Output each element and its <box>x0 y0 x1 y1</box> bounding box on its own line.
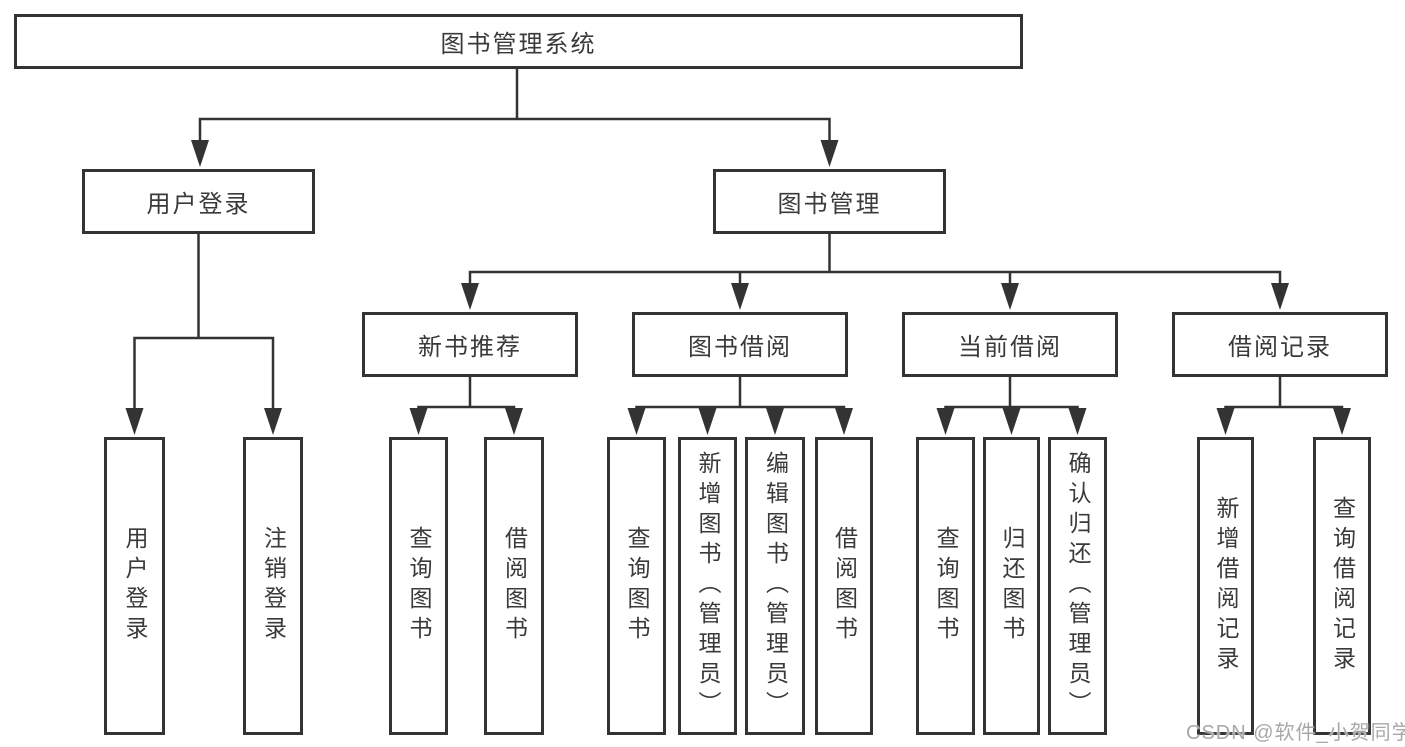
connector-userlogin-to-leaves <box>133 234 275 412</box>
connector-bookmgmt-to-level3 <box>468 234 1282 287</box>
leaf-newbook-query-books-label: 查询图书 <box>406 526 432 646</box>
connector-root-to-level2 <box>198 69 831 144</box>
arrowhead-icon <box>1333 408 1351 435</box>
arrowhead-icon <box>766 408 784 435</box>
leaf-borrow-books: 借阅图书 <box>815 437 873 735</box>
connector-currentborrow-to-leaves <box>944 377 1079 412</box>
node-book-management: 图书管理 <box>713 169 946 234</box>
leaf-current-query-books-label: 查询图书 <box>933 526 959 646</box>
arrowhead-icon <box>820 140 839 167</box>
node-current-borrow-label: 当前借阅 <box>958 334 1062 361</box>
leaf-logout-label: 注销登录 <box>260 526 287 646</box>
leaf-current-query-books: 查询图书 <box>916 437 975 735</box>
leaf-borrow-query-books: 查询图书 <box>607 437 666 735</box>
leaf-query-borrow-record: 查询借阅记录 <box>1313 437 1371 735</box>
leaf-newbook-borrow-books-label: 借阅图书 <box>501 526 528 646</box>
leaf-edit-books-admin-label: 编辑图书（管理员） <box>762 451 789 721</box>
leaf-query-borrow-record-label: 查询借阅记录 <box>1329 496 1356 676</box>
leaf-edit-books-admin: 编辑图书（管理员） <box>745 437 805 735</box>
leaf-user-login-label: 用户登录 <box>122 526 148 646</box>
node-book-borrow: 图书借阅 <box>632 312 848 377</box>
leaf-add-books-admin: 新增图书（管理员） <box>678 437 737 735</box>
arrowhead-icon <box>191 140 209 167</box>
arrowhead-icon <box>627 408 646 435</box>
arrowhead-icon <box>936 408 955 435</box>
arrowhead-icon <box>461 283 479 310</box>
arrowhead-icon <box>1002 408 1021 435</box>
node-current-borrow: 当前借阅 <box>902 312 1118 377</box>
arrowhead-icon <box>1216 408 1235 435</box>
arrowhead-icon <box>264 408 282 435</box>
leaf-add-borrow-record: 新增借阅记录 <box>1197 437 1254 735</box>
csdn-watermark: CSDN @软件_小贺同学 <box>1186 722 1405 744</box>
node-new-book-recommend-label: 新书推荐 <box>418 334 522 361</box>
connector-bookborrow-to-leaves <box>635 377 846 412</box>
node-root-system: 图书管理系统 <box>14 14 1023 69</box>
leaf-newbook-query-books: 查询图书 <box>389 437 448 735</box>
leaf-confirm-return-admin: 确认归还（管理员） <box>1048 437 1107 735</box>
arrowhead-icon <box>125 408 144 435</box>
arrowhead-icon <box>835 408 853 435</box>
node-user-login-label: 用户登录 <box>146 191 251 218</box>
node-root-label: 图书管理系统 <box>440 31 597 58</box>
leaf-add-borrow-record-label: 新增借阅记录 <box>1213 496 1239 676</box>
leaf-user-login: 用户登录 <box>104 437 165 735</box>
arrowhead-icon <box>698 408 717 435</box>
leaf-return-books: 归还图书 <box>983 437 1040 735</box>
leaf-borrow-query-books-label: 查询图书 <box>624 526 650 646</box>
arrowhead-icon <box>1068 408 1087 435</box>
arrowhead-icon <box>505 408 523 435</box>
arrowheads <box>125 140 1351 435</box>
connector-records-to-leaves <box>1224 377 1344 412</box>
node-book-management-label: 图书管理 <box>777 191 882 218</box>
arrowhead-icon <box>409 408 428 435</box>
arrowhead-icon <box>731 283 749 310</box>
leaf-add-books-admin-label: 新增图书（管理员） <box>695 451 721 721</box>
leaf-newbook-borrow-books: 借阅图书 <box>484 437 544 735</box>
connector-newbook-to-leaves <box>417 377 516 412</box>
leaf-logout: 注销登录 <box>243 437 303 735</box>
node-new-book-recommend: 新书推荐 <box>362 312 578 377</box>
leaf-borrow-books-label: 借阅图书 <box>831 526 858 646</box>
arrowhead-icon <box>1001 283 1019 310</box>
node-book-borrow-label: 图书借阅 <box>688 334 792 361</box>
node-borrow-records: 借阅记录 <box>1172 312 1388 377</box>
node-user-login: 用户登录 <box>82 169 315 234</box>
node-borrow-records-label: 借阅记录 <box>1228 334 1332 361</box>
leaf-return-books-label: 归还图书 <box>999 526 1025 646</box>
arrowhead-icon <box>1271 283 1289 310</box>
leaf-confirm-return-admin-label: 确认归还（管理员） <box>1065 451 1091 721</box>
